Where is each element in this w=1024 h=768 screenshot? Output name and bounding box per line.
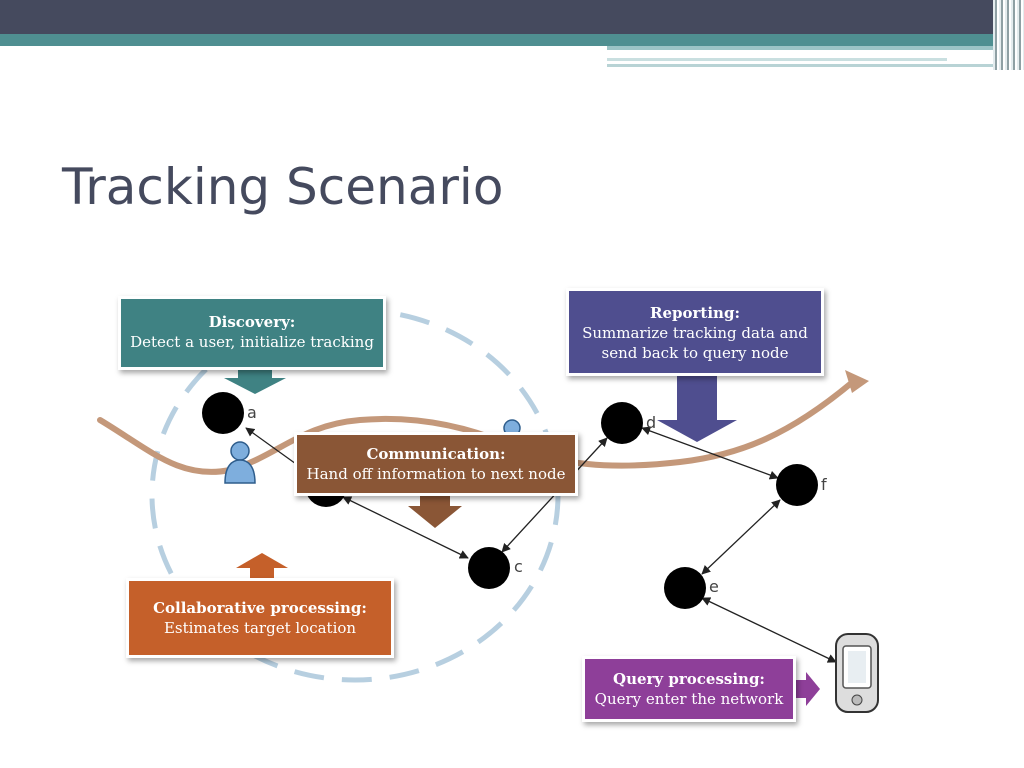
header-accent-line (607, 46, 1024, 50)
communication-pointer-arrow-icon (408, 494, 462, 528)
pda-device-icon (835, 633, 879, 713)
node-label-d: d (646, 413, 657, 432)
header-accent-line (607, 58, 947, 61)
discovery-text: Detect a user, initialize tracking (130, 333, 374, 351)
header-accent-line (607, 64, 1024, 67)
query-text: Query enter the network (594, 690, 784, 708)
discovery-heading: Discovery: (208, 313, 296, 331)
reporting-text: Summarize tracking data and send back to… (582, 324, 808, 362)
sensor-node-f (776, 464, 818, 506)
collaborative-heading: Collaborative processing: (153, 599, 367, 617)
link-b-c (342, 496, 469, 559)
node-label-c: c (514, 557, 523, 576)
sensor-node-d (601, 402, 643, 444)
link-d-f (641, 426, 779, 480)
communication-callout: Communication: Hand off information to n… (294, 432, 578, 496)
node-label-f: f (821, 475, 827, 494)
header-bar (0, 0, 1024, 34)
discovery-callout: Discovery: Detect a user, initialize tra… (118, 296, 386, 370)
collaborative-pointer-arrow-icon (236, 553, 288, 580)
query-pointer-arrow-icon (794, 672, 820, 706)
link-f-e (701, 499, 781, 575)
reporting-callout: Reporting: Summarize tracking data and s… (566, 288, 824, 376)
collaborative-processing-callout: Collaborative processing: Estimates targ… (126, 578, 394, 658)
collaborative-text: Estimates target location (163, 619, 357, 637)
query-processing-callout: Query processing: Query enter the networ… (582, 656, 796, 722)
node-label-e: e (709, 577, 719, 596)
trajectory-arrow-icon (845, 370, 869, 393)
user-icon (224, 441, 256, 484)
discovery-pointer-arrow-icon (224, 366, 286, 394)
sensor-node-a (202, 392, 244, 434)
slide-title: Tracking Scenario (62, 158, 504, 216)
query-heading: Query processing: (613, 670, 765, 688)
header-stripes (993, 0, 1024, 70)
link-e-phone (701, 597, 837, 663)
sensor-node-c (468, 547, 510, 589)
reporting-heading: Reporting: (650, 304, 740, 322)
node-label-a: a (247, 403, 257, 422)
sensor-node-e (664, 567, 706, 609)
communication-text: Hand off information to next node (306, 465, 566, 483)
communication-heading: Communication: (366, 445, 506, 463)
header-accent-band (0, 34, 1024, 46)
reporting-pointer-arrow-icon (657, 372, 737, 442)
